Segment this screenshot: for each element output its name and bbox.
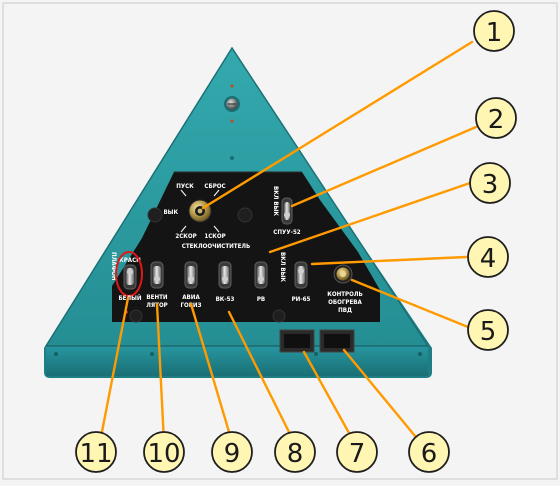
- screw: [230, 156, 234, 160]
- faceplate-screw: [272, 309, 286, 323]
- label-pvd: ПВД: [338, 307, 352, 314]
- screw: [314, 352, 318, 356]
- callout-label-11: 11: [79, 439, 112, 469]
- callout-label-4: 4: [480, 244, 497, 274]
- label-obogreva: ОБОГРЕВА: [328, 299, 362, 306]
- label-avia: АВИА: [182, 294, 200, 301]
- label-1skor: 1СКОР: [204, 233, 225, 240]
- spuu52-toggle[interactable]: [281, 197, 293, 225]
- callout-label-9: 9: [224, 439, 241, 469]
- callout-11: 11: [75, 431, 117, 473]
- label-pusk: ПУСК: [176, 183, 194, 190]
- screw: [150, 352, 154, 356]
- callout-label-1: 1: [486, 18, 503, 48]
- callout-label-8: 8: [287, 439, 304, 469]
- aviagoriz-toggle[interactable]: [184, 261, 198, 289]
- highlight-ring: [115, 251, 143, 297]
- red-dot: [230, 84, 234, 88]
- label-spuu52: СПУУ-52: [273, 229, 301, 236]
- fan-toggle[interactable]: [150, 261, 164, 289]
- callout-label-2: 2: [488, 105, 505, 135]
- label-stekloochistitel: СТЕКЛООЧИСТИТЕЛЬ: [182, 243, 251, 250]
- callout-8: 8: [274, 431, 316, 473]
- indicator-lamp-6: [319, 329, 355, 353]
- callout-label-5: 5: [480, 317, 497, 347]
- callout-group: 1 2 3 4 5 6 7 8: [75, 10, 517, 473]
- light-color-toggle[interactable]: [123, 264, 137, 290]
- screw: [418, 352, 422, 356]
- label-krasn: КРАСН: [119, 257, 141, 264]
- leader-lines: [98, 40, 478, 444]
- label-rv: РВ: [257, 296, 265, 303]
- faceplate: [112, 172, 380, 322]
- faceplate-screw: [237, 207, 253, 223]
- panel-base: [46, 346, 428, 376]
- callout-6: 6: [408, 431, 450, 473]
- callout-10: 10: [143, 431, 185, 473]
- label-vk53: ВК-53: [216, 296, 235, 303]
- frame-border: [2, 2, 558, 480]
- callout-7: 7: [336, 431, 378, 473]
- label-vkl-vyk-mid: ВКЛ ВЫК: [279, 252, 286, 282]
- ri65-toggle[interactable]: [294, 261, 308, 289]
- callout-label-3: 3: [482, 170, 499, 200]
- faceplate-screw: [147, 207, 163, 223]
- label-vyk: ВЫК: [163, 209, 178, 216]
- callout-label-10: 10: [147, 439, 180, 469]
- vk53-toggle[interactable]: [218, 261, 232, 289]
- label-plafon: ПЛАФОН: [110, 252, 117, 281]
- wiper-selector-knob[interactable]: [188, 199, 212, 223]
- screw: [54, 352, 58, 356]
- label-2skor: 2СКОР: [175, 233, 196, 240]
- selector-marks: [180, 189, 220, 233]
- label-sbros: СБРОС: [204, 183, 225, 190]
- label-ri65: РИ-65: [292, 296, 311, 303]
- label-kontrol: КОНТРОЛЬ: [327, 291, 362, 298]
- callout-2: 2: [475, 97, 517, 139]
- callout-3: 3: [469, 162, 511, 204]
- callout-1: 1: [473, 10, 515, 52]
- callout-label-6: 6: [421, 439, 438, 469]
- callout-label-7: 7: [349, 439, 366, 469]
- faceplate-screw: [129, 309, 143, 323]
- pitot-heat-test-button[interactable]: [333, 264, 353, 284]
- callout-5: 5: [467, 309, 509, 351]
- indicator-lamp-7: [279, 329, 315, 353]
- label-venti: ВЕНТИ: [146, 294, 168, 301]
- callout-9: 9: [211, 431, 253, 473]
- rv-toggle[interactable]: [254, 261, 268, 289]
- label-vkl-vyk-top: ВКЛ ВЫК: [272, 186, 279, 216]
- label-belyi: БЕЛЫЙ: [118, 293, 141, 302]
- red-dot: [230, 119, 234, 123]
- callout-4: 4: [467, 236, 509, 278]
